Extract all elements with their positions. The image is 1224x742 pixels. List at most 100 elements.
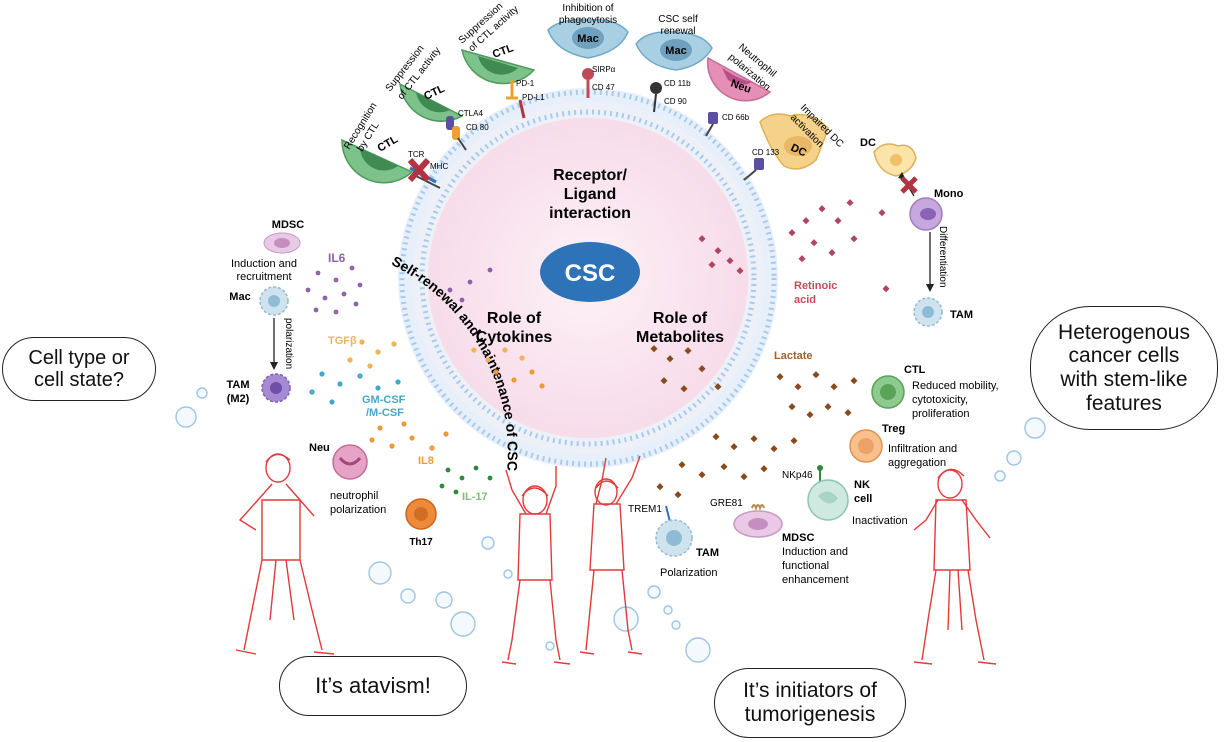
- blocked-x-icon-right: [900, 176, 918, 194]
- ctla4-label: CTLA4: [458, 109, 483, 118]
- cytokines-title-line2: Cytokines: [476, 329, 553, 346]
- cell-type-bubble-line1: Cell type or: [28, 346, 130, 369]
- cd11b-label: CD 11b: [664, 79, 691, 88]
- cd90-label: CD 90: [664, 97, 687, 106]
- nk-inactivation-label: Inactivation: [852, 515, 908, 527]
- dc-label-right: DC: [860, 137, 876, 149]
- tcr-label: TCR: [408, 150, 425, 159]
- retinoic-acid-diamonds: [698, 199, 890, 293]
- cell-type-bubble-line2: cell state?: [33, 369, 125, 391]
- tam-m2-label-line1: TAM: [226, 379, 249, 391]
- heterogenous-bubble-line2: cancer cells: [1068, 344, 1180, 368]
- lactate-label: Lactate: [774, 350, 813, 362]
- ctl-cell-recognition: CTL Recognition by CTL TCR MHC: [341, 101, 448, 189]
- mono-label: Mono: [934, 188, 964, 200]
- sirpa-label: SIRPα: [592, 65, 616, 74]
- gmcsf-label-line1: GM-CSF: [362, 394, 406, 406]
- blocked-x-icon: [407, 157, 431, 183]
- mac-cell-phagocytosis: Mac Inhibition of phagocytosis SIRPα CD …: [547, 3, 629, 98]
- csc-nucleus: [540, 242, 640, 302]
- person-figure-right: [913, 468, 997, 665]
- gmcsf-label-line2: /M-CSF: [366, 407, 404, 419]
- neutrophil-polarization-line2: polarization: [330, 504, 386, 516]
- th17-label: Th17: [409, 537, 433, 548]
- ctl-cell-pd1: CTL Suppression of CTL activity PD-1 PD-…: [457, 1, 545, 119]
- il8-dots: [369, 369, 545, 451]
- thought-bubbles: [175, 387, 1046, 663]
- mac2-caption-line2: renewal: [660, 26, 695, 37]
- metabolites-title-line2: Metabolites: [636, 329, 724, 346]
- ctl-effect-line3: proliferation: [912, 408, 969, 420]
- pd1-label: PD-1: [516, 79, 535, 88]
- person-figure-left: [235, 453, 335, 655]
- retinoic-acid-label-line2: acid: [794, 294, 816, 306]
- lactate-diamonds: [650, 345, 858, 499]
- ctl-label-3: CTL: [491, 42, 515, 61]
- tam-polarization-label: Polarization: [660, 567, 717, 579]
- ctl-label-right: CTL: [904, 364, 926, 376]
- treg-effect-line1: Infiltration and: [888, 443, 957, 455]
- gmcsf-dots: [309, 371, 401, 405]
- treg-effect-line2: aggregation: [888, 457, 946, 469]
- receptor-title-line1: Receptor/: [553, 167, 627, 184]
- mac-label-1: Mac: [577, 33, 598, 45]
- nk-label-line2: cell: [854, 493, 872, 505]
- mac1-caption-line2: phagocytosis: [559, 15, 617, 26]
- tgfb-label: TGFβ: [328, 335, 357, 347]
- pdl1-label: PD-L1: [522, 93, 545, 102]
- left-panel: MDSC Induction and recruitment Mac polar…: [226, 219, 487, 548]
- mac-label-left: Mac: [229, 291, 250, 303]
- cd47-label: CD 47: [592, 83, 615, 92]
- neutrophil-polarization-line1: neutrophil: [330, 490, 378, 502]
- receptor-title-line3: interaction: [549, 205, 631, 222]
- cd80-label: CD 80: [466, 123, 489, 132]
- treg-label: Treg: [882, 423, 905, 435]
- mac-label-2: Mac: [665, 45, 686, 57]
- nkp46-label: NKp46: [782, 470, 813, 481]
- right-panel: DC Mono Differentiation TAM CTL Reduced …: [628, 137, 999, 586]
- tam-label-right: TAM: [950, 309, 973, 321]
- differentiation-label: Differentiation: [937, 226, 948, 288]
- metabolites-title-line1: Role of: [653, 310, 708, 327]
- il17-dots: [439, 465, 493, 495]
- heterogenous-bubble-line4: features: [1086, 391, 1162, 415]
- induction-line1: Induction and: [231, 258, 297, 270]
- mdsc-effect-line1: Induction and: [782, 546, 848, 558]
- ctl-effect-line1: Reduced mobility,: [912, 380, 999, 392]
- receptor-title-line2: Ligand: [564, 186, 616, 203]
- csc-cell: CSC Receptor/ Ligand interaction Role of…: [398, 88, 778, 468]
- person-figure-center-left: [501, 466, 571, 665]
- mac-cell-self-renewal: Mac CSC self renewal CD 11b CD 90: [635, 14, 713, 113]
- csc-label: CSC: [565, 260, 616, 287]
- cell-type-bubble: Cell type or cell state?: [2, 337, 156, 401]
- initiators-bubble: It’s initiators of tumorigenesis: [714, 668, 906, 738]
- ctl-label-2: CTL: [422, 83, 447, 103]
- mdsc-label-right: MDSC: [782, 532, 814, 544]
- heterogenous-bubble: Heterogenous cancer cells with stem-like…: [1030, 306, 1218, 430]
- dc-cell-impaired: DC Impaired DC activation CD 133: [743, 102, 845, 181]
- cd66b-label: CD 66b: [722, 113, 750, 122]
- tam-label-bottom: TAM: [696, 547, 719, 559]
- trem1-label: TREM1: [628, 504, 662, 515]
- mdsc-effect-line2: functional: [782, 560, 829, 572]
- cd133-label: CD 133: [752, 148, 780, 157]
- tgfb-dots: [347, 339, 525, 369]
- neu-cell-left: [332, 444, 368, 480]
- retinoic-acid-label-line1: Retinoic: [794, 280, 837, 292]
- tam-m2-label-line2: (M2): [227, 393, 250, 405]
- mhc-label: MHC: [430, 162, 448, 171]
- nk-label-line1: NK: [854, 479, 870, 491]
- il8-label: IL8: [418, 455, 434, 467]
- mac1-caption-line1: Inhibition of: [562, 3, 613, 14]
- mac2-caption-line1: CSC self: [658, 14, 698, 25]
- ctl-effect-line2: cytotoxicity,: [912, 394, 968, 406]
- heterogenous-bubble-line3: with stem-like: [1060, 368, 1188, 391]
- mdsc-label-left: MDSC: [272, 219, 304, 231]
- cytokines-title-line1: Role of: [487, 310, 542, 327]
- il6-dots: [305, 265, 493, 315]
- ctl-label-1: CTL: [376, 133, 401, 154]
- person-figure-center-right: [579, 455, 643, 655]
- neu-label-left: Neu: [309, 442, 330, 454]
- mdsc-effect-line3: enhancement: [782, 574, 849, 586]
